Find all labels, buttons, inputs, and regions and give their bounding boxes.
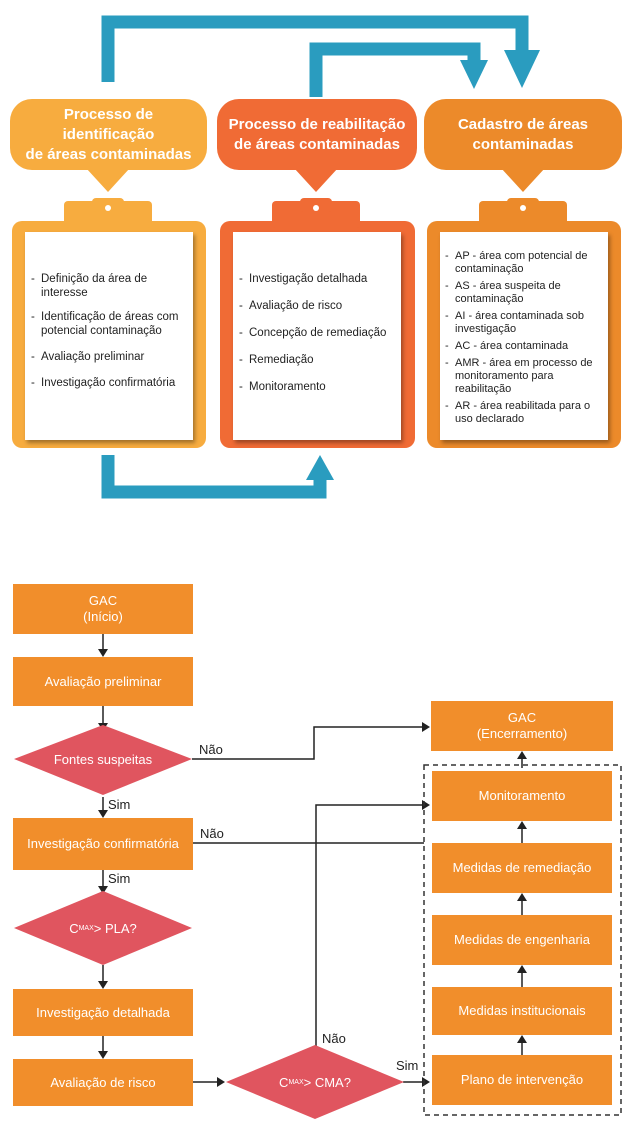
clip-hole-reabilitacao xyxy=(313,205,319,211)
list-item: Identificação de áreas com potencial con… xyxy=(31,310,189,338)
list-item: Definição da área de interesse xyxy=(31,272,189,300)
cmax-rest: > CMA? xyxy=(303,1074,351,1090)
node-avaliacao-preliminar: Avaliação preliminar xyxy=(13,657,193,706)
list-item: AC - área contaminada xyxy=(445,340,605,353)
teal-arrow-top-inner xyxy=(309,42,481,97)
edge-label-nao-3: Não xyxy=(322,1031,346,1046)
cmax-sub: MAX xyxy=(78,924,94,932)
node-gac-inicio: GAC (Início) xyxy=(13,584,193,634)
node-medidas-engenharia: Medidas de engenharia xyxy=(432,915,612,965)
node-medidas-remediacao: Medidas de remediação xyxy=(432,843,612,893)
edge-label-sim-2: Sim xyxy=(108,871,131,886)
dashed-group-border xyxy=(423,764,622,1116)
header-cadastro: Cadastro de áreas contaminadas xyxy=(424,99,622,170)
teal-arrowhead-bottom xyxy=(306,455,334,480)
node-investigacao-detalhada: Investigação detalhada xyxy=(13,989,193,1036)
node-investigacao-confirmatoria: Investigação confirmatória xyxy=(13,818,193,870)
list-item: Avaliação preliminar xyxy=(31,350,189,364)
paper-identificacao: Definição da área de interesse Identific… xyxy=(25,232,193,440)
teal-arrowhead-outer xyxy=(504,50,540,88)
cmax-rest: > PLA? xyxy=(93,920,137,936)
edge-label-nao-1: Não xyxy=(199,742,223,757)
teal-arrow-top-outer xyxy=(101,15,529,82)
list-cadastro: AP - área com potencial de contaminação … xyxy=(445,250,605,426)
list-item: Remediação xyxy=(239,353,397,367)
edge-label-sim-1: Sim xyxy=(108,797,131,812)
paper-reabilitacao: Investigação detalhada Avaliação de risc… xyxy=(233,232,401,440)
node-medidas-institucionais: Medidas institucionais xyxy=(432,987,612,1035)
node-plano-intervencao: Plano de intervenção xyxy=(432,1055,612,1105)
clip-hole-cadastro xyxy=(520,205,526,211)
list-item: Investigação detalhada xyxy=(239,272,397,286)
clip-hole-identificacao xyxy=(105,205,111,211)
list-identificacao: Definição da área de interesse Identific… xyxy=(31,272,189,390)
header-reabilitacao: Processo de reabilitação de áreas contam… xyxy=(217,99,417,170)
node-monitoramento: Monitoramento xyxy=(432,771,612,821)
header-pointer-1 xyxy=(86,168,130,192)
header-pointer-3 xyxy=(501,168,545,192)
list-reabilitacao: Investigação detalhada Avaliação de risc… xyxy=(239,272,397,394)
cmax-sub: MAX xyxy=(288,1078,304,1086)
edge-label-nao-2: Não xyxy=(200,826,224,841)
cmax-c: C xyxy=(69,920,79,936)
list-item: Concepção de remediação xyxy=(239,326,397,340)
header-identificacao: Processo de identificação de áreas conta… xyxy=(10,99,207,170)
diamond-cmax-pla xyxy=(14,891,192,965)
list-item: Investigação confirmatória xyxy=(31,376,189,390)
paper-cadastro: AP - área com potencial de contaminação … xyxy=(440,232,608,440)
teal-arrowhead-inner xyxy=(460,60,488,89)
list-item: AMR - área em processo de monitoramento … xyxy=(445,357,605,396)
list-item: AI - área contaminada sob investigação xyxy=(445,310,605,336)
list-item: AP - área com potencial de contaminação xyxy=(445,250,605,276)
node-gac-encerramento: GAC (Encerramento) xyxy=(431,701,613,751)
edge-label-sim-3: Sim xyxy=(396,1058,419,1073)
node-avaliacao-risco: Avaliação de risco xyxy=(13,1059,193,1106)
diamond-cmax-cma xyxy=(226,1045,404,1119)
list-item: AS - área suspeita de contaminação xyxy=(445,280,605,306)
list-item: Monitoramento xyxy=(239,380,397,394)
teal-arrow-bottom xyxy=(101,455,327,499)
header-pointer-2 xyxy=(294,168,338,192)
diamond-fontes-suspeitas xyxy=(14,725,192,795)
list-item: Avaliação de risco xyxy=(239,299,397,313)
list-item: AR - área reabilitada para o uso declara… xyxy=(445,400,605,426)
label-fontes-suspeitas: Fontes suspeitas xyxy=(53,751,153,767)
cmax-c: C xyxy=(279,1074,289,1090)
